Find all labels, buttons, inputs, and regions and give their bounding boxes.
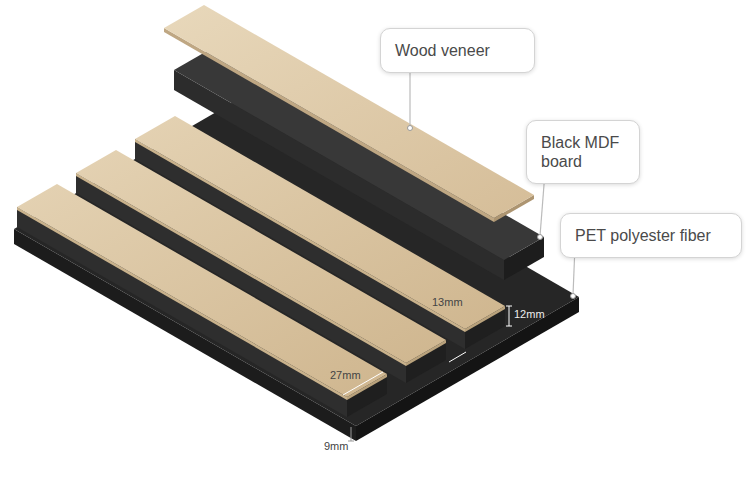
- veneer-edge: [17, 207, 347, 400]
- exploded-mdf: [174, 47, 544, 280]
- dimension-label: 9mm: [324, 440, 348, 452]
- dimension-tick: [506, 326, 512, 327]
- dimension-line: [509, 306, 510, 326]
- veneer-top: [17, 184, 387, 397]
- callout-text: Wood veneer: [395, 41, 520, 60]
- dimension-label: 27mm: [330, 369, 361, 381]
- veneer-sheet: [164, 5, 534, 218]
- leader-dot: [538, 235, 543, 240]
- mdf-top: [174, 47, 544, 260]
- callout-box: PET polyester fiber: [560, 213, 742, 258]
- dimension-tick: [348, 441, 354, 442]
- callout-box: Wood veneer: [380, 28, 535, 73]
- dimension-tick: [506, 306, 512, 307]
- mdf-side: [17, 207, 347, 417]
- callout-box: Black MDF board: [526, 120, 640, 184]
- slat: [17, 184, 387, 417]
- dimension-label: 13mm: [432, 296, 463, 308]
- callout-text: PET polyester fiber: [575, 226, 727, 245]
- dimension-line: [351, 427, 352, 441]
- callout-text: Black MDF board: [541, 133, 625, 171]
- leader-dot: [571, 294, 576, 299]
- leader-dot: [408, 126, 413, 131]
- dimension-line: [449, 352, 466, 362]
- dimension-label: 12mm: [514, 308, 545, 320]
- dimension-marks: [343, 306, 512, 441]
- exploded-veneer: [164, 5, 534, 222]
